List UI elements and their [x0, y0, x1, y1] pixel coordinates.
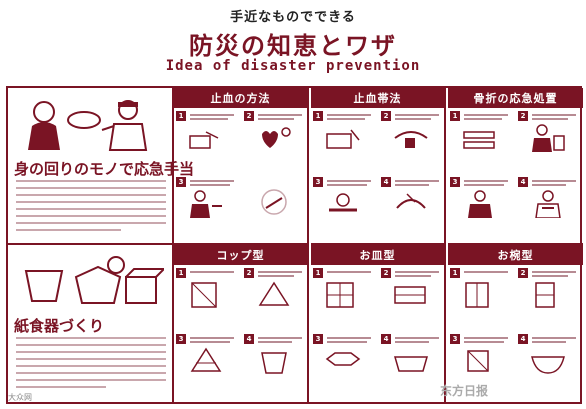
panel-title: 骨折の応急処置	[448, 88, 583, 108]
panel-plate: お皿型 1 2 3 4	[311, 245, 446, 402]
step-3: 3	[448, 176, 514, 220]
poster-frame: 身の回りのモノで応急手当 紙食器づくり 止血の方	[6, 86, 583, 404]
section-title-paper-dishes: 紙食器づくり	[14, 317, 105, 335]
panel-steps: 1 2 3 4	[311, 110, 446, 242]
section-body-first-aid	[16, 180, 166, 240]
panel-cup: コップ型 1 2 3 4	[174, 245, 309, 402]
step-1: 1	[448, 267, 514, 311]
header-title: 防災の知恵とワザ	[189, 32, 397, 60]
step-4: 4	[379, 176, 445, 220]
step-4: 4	[516, 333, 582, 377]
panel-bowl: お椀型 1 2 3 4	[448, 245, 583, 402]
step-3: 3	[174, 333, 240, 377]
panel-bleeding-control: 止血の方法 1 2 3	[174, 88, 309, 245]
panel-title: 止血の方法	[174, 88, 307, 108]
first-aid-illustration	[28, 100, 148, 151]
step-3: 3	[311, 176, 377, 220]
panel-steps: 1 2 3 4	[448, 110, 583, 242]
panel-title: 止血帯法	[311, 88, 444, 108]
step-4: 4	[242, 333, 308, 377]
step-2: 2	[379, 110, 445, 154]
step-3: 3	[448, 333, 514, 377]
panel-fracture: 骨折の応急処置 1 2 3 4	[448, 88, 583, 245]
header-subtitle: 手近なものでできる	[230, 10, 356, 25]
section-paper-dishes: 紙食器づくり	[8, 245, 172, 402]
step-3: 3	[174, 176, 240, 220]
panel-title: お皿型	[311, 245, 444, 265]
step-4	[242, 176, 308, 220]
section-first-aid: 身の回りのモノで応急手当	[8, 88, 195, 245]
panel-steps: 1 2 3 4	[448, 267, 583, 399]
step-1: 1	[174, 267, 240, 311]
step-4: 4	[516, 176, 582, 220]
panel-steps: 1 2 3	[174, 110, 309, 242]
header-english: Idea of disaster prevention	[165, 58, 421, 74]
step-2: 2	[379, 267, 445, 311]
section-title-first-aid: 身の回りのモノで応急手当	[14, 160, 195, 178]
section-body-paper-dishes	[16, 337, 166, 397]
step-1: 1	[174, 110, 240, 154]
step-1: 1	[311, 110, 377, 154]
watermark-left: 大众网	[8, 393, 32, 402]
step-4: 4	[379, 333, 445, 377]
panel-tourniquet: 止血帯法 1 2 3 4	[311, 88, 446, 245]
panel-steps: 1 2 3 4	[174, 267, 309, 399]
panel-title: お椀型	[448, 245, 583, 265]
panel-steps: 1 2 3 4	[311, 267, 446, 399]
watermark-right: 东方日报	[440, 384, 489, 398]
left-column: 身の回りのモノで応急手当 紙食器づくり	[8, 88, 195, 402]
step-1: 1	[448, 110, 514, 154]
paper-dishes-illustration	[24, 256, 164, 304]
step-3: 3	[311, 333, 377, 377]
step-2: 2	[242, 267, 308, 311]
step-2: 2	[242, 110, 308, 154]
step-2: 2	[516, 267, 582, 311]
step-2: 2	[516, 110, 582, 154]
step-1: 1	[311, 267, 377, 311]
panel-title: コップ型	[174, 245, 307, 265]
